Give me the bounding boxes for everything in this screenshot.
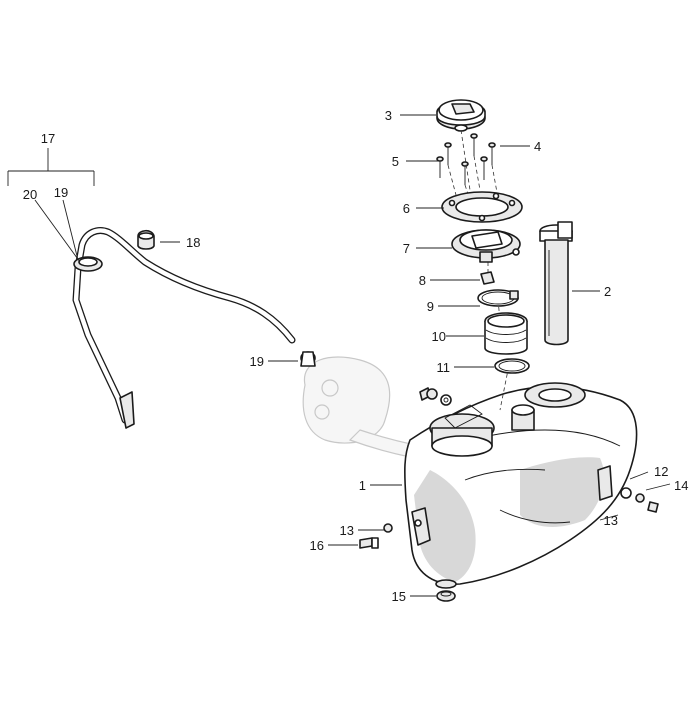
callout-18: 18 [186,235,200,250]
leader-lines [7,114,671,597]
rubber-grommet [436,590,456,602]
callout-19-lower: 19 [250,354,264,369]
fuel-pump-flange [451,229,521,263]
callout-labels: 3 4 5 6 7 8 9 10 11 2 1 12 14 13 13 16 1… [23,108,689,604]
callout-5: 5 [392,154,399,169]
right-fastener-set [620,487,659,513]
callout-17: 17 [41,131,55,146]
callout-9: 9 [427,299,434,314]
callout-20: 20 [23,187,37,202]
hose-clip [137,229,155,250]
callout-11: 11 [437,360,451,375]
callout-13-left: 13 [340,523,354,538]
fuel-tank [404,382,638,589]
fuel-level-sender [539,221,573,346]
callout-8: 8 [419,273,426,288]
bolt-washer-set [419,387,452,406]
callout-16: 16 [310,538,324,553]
callout-2: 2 [604,284,611,299]
left-fastener-set [359,523,393,549]
o-ring-seal [494,358,530,374]
breather-hose [72,227,316,429]
callout-15: 15 [392,589,406,604]
callout-10: 10 [432,329,446,344]
screws [436,133,496,185]
callout-1: 1 [359,478,366,493]
callout-14: 14 [674,478,688,493]
callout-13-right: 13 [604,513,618,528]
callout-6: 6 [403,201,410,216]
callout-4: 4 [534,139,541,154]
retaining-ring [441,191,523,223]
hose-clamp-ring [477,289,519,307]
callout-19-upper: 19 [54,185,68,200]
callout-7: 7 [403,241,410,256]
callout-12: 12 [654,464,668,479]
callout-3: 3 [385,108,392,123]
pump-clip [480,271,495,285]
pump-strainer [484,312,528,355]
filler-cap [436,99,486,132]
